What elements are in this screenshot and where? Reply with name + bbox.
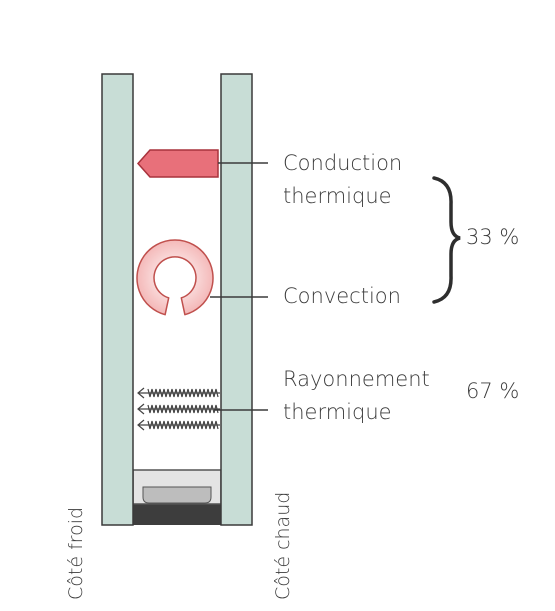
warm-side-label: Côté chaud bbox=[272, 491, 294, 600]
cold-side-label: Côté froid bbox=[65, 506, 87, 600]
spacer-channel bbox=[142, 486, 212, 504]
edge-seal bbox=[133, 503, 221, 525]
glass-pane-cold bbox=[101, 73, 134, 526]
convection-loop-icon bbox=[136, 239, 214, 316]
radiation-arrows-icon bbox=[137, 387, 220, 431]
conduction-convection-percentage: 33 % bbox=[466, 225, 520, 249]
convection-label: Convection bbox=[283, 284, 401, 308]
glass-pane-warm bbox=[220, 73, 253, 526]
grouping-brace bbox=[432, 176, 461, 304]
radiation-percentage: 67 % bbox=[466, 379, 520, 403]
conduction-label-line2: thermique bbox=[283, 184, 392, 208]
conduction-arrow-icon bbox=[136, 149, 219, 178]
conduction-label-line1: Conduction bbox=[283, 151, 403, 175]
radiation-label-line2: thermique bbox=[283, 400, 392, 424]
radiation-label-line1: Rayonnement bbox=[283, 367, 430, 391]
